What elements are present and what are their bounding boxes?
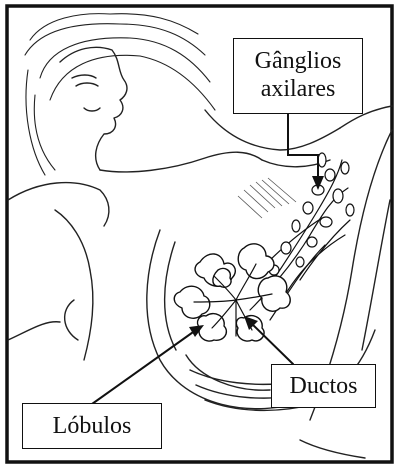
hair-strands <box>25 14 215 175</box>
label-ganglios-line1: Gânglios <box>234 47 362 75</box>
face-profile <box>60 47 127 170</box>
label-lobulos: Lóbulos <box>22 403 162 449</box>
label-ganglios-line2: axilares <box>234 75 362 103</box>
arrow-lobulos <box>92 330 196 404</box>
arrow-ductos <box>250 322 293 364</box>
lobules <box>174 244 290 341</box>
arrow-ganglios <box>288 114 318 180</box>
label-ductos: Ductos <box>271 364 376 408</box>
lymph-nodes <box>269 153 354 275</box>
label-ganglios-axilares: Gânglios axilares <box>233 38 363 114</box>
muscle-hatching <box>238 178 296 218</box>
